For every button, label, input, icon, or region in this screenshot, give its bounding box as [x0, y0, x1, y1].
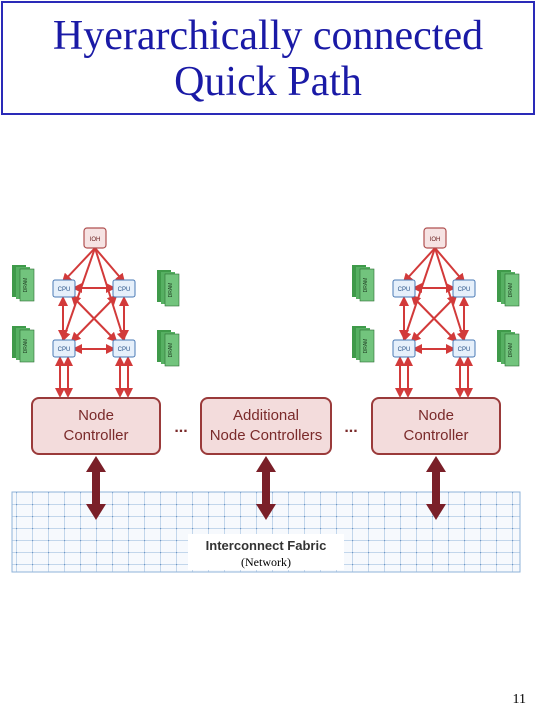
node-controller-label-line-2: Controller — [63, 427, 128, 444]
qpi-links-right — [395, 247, 473, 398]
dram-stack: DRAM — [497, 270, 520, 307]
double-arrow-right — [426, 456, 446, 520]
network-label: (Network) — [241, 555, 291, 569]
cpu-chip: CPU — [452, 339, 476, 358]
ioh-chip-right: IOH — [423, 227, 447, 249]
additional-label-line-1: Additional — [233, 407, 299, 424]
additional-label-line-2: Node Controllers — [210, 427, 323, 444]
node-controller-label-line-2: Controller — [403, 427, 468, 444]
cpu-label: CPU — [58, 287, 71, 293]
node-controller-right: Node Controller — [371, 397, 501, 455]
double-arrow-left — [86, 456, 106, 520]
fabric-label: Interconnect Fabric — [206, 538, 327, 553]
dram-label: DRAM — [23, 278, 29, 293]
ioh-label: IOH — [430, 237, 441, 243]
cpu-label: CPU — [458, 287, 471, 293]
ellipsis-right: ... — [344, 419, 357, 436]
ioh-label: IOH — [90, 237, 101, 243]
cpu-chip: CPU — [112, 339, 136, 358]
cpu-chip: CPU — [112, 279, 136, 298]
cpu-chip: CPU — [52, 279, 76, 298]
cpu-chip: CPU — [392, 339, 416, 358]
dram-label: DRAM — [168, 343, 174, 358]
node-controller-label-line-1: Node — [78, 407, 114, 424]
slide-title-line-2: Quick Path — [174, 59, 362, 105]
cpu-chip: CPU — [452, 279, 476, 298]
ellipsis-left: ... — [174, 419, 187, 436]
cpu-label: CPU — [58, 347, 71, 353]
cpu-chip: CPU — [392, 279, 416, 298]
dram-stack: DRAM — [12, 326, 35, 363]
cpu-label: CPU — [398, 287, 411, 293]
page-number: 11 — [512, 692, 526, 707]
dram-stack: DRAM — [352, 265, 375, 302]
cpu-chip: CPU — [52, 339, 76, 358]
quickpath-diagram: IOH CPU CPU CPU CPU DRAM DRAM — [11, 227, 521, 573]
node-controller-label-line-1: Node — [418, 407, 454, 424]
additional-node-controllers: Additional Node Controllers — [200, 397, 332, 455]
dram-stack: DRAM — [352, 326, 375, 363]
dram-label: DRAM — [168, 283, 174, 298]
dram-label: DRAM — [508, 283, 514, 298]
slide-title-line-1: Hyerarchically connected — [52, 13, 484, 59]
dram-stack: DRAM — [157, 270, 180, 307]
fabric-arrows — [86, 456, 446, 520]
dram-stack: DRAM — [12, 265, 35, 302]
node-controller-left: Node Controller — [31, 397, 161, 455]
title-box: Hyerarchically connected Quick Path — [1, 1, 535, 115]
cpu-label: CPU — [458, 347, 471, 353]
node-cluster-left: IOH CPU CPU CPU CPU DRAM DRAM — [12, 227, 180, 398]
dram-stack: DRAM — [497, 330, 520, 367]
dram-label: DRAM — [363, 278, 369, 293]
dram-stack: DRAM — [157, 330, 180, 367]
dram-label: DRAM — [363, 339, 369, 354]
cpu-label: CPU — [118, 347, 131, 353]
cpu-label: CPU — [398, 347, 411, 353]
node-cluster-right: IOH CPU CPU CPU CPU DRAM DRAM DRAM — [352, 227, 520, 398]
dram-label: DRAM — [508, 343, 514, 358]
qpi-links-left — [55, 247, 133, 398]
ioh-chip-left: IOH — [83, 227, 107, 249]
cpu-label: CPU — [118, 287, 131, 293]
double-arrow-middle — [256, 456, 276, 520]
dram-label: DRAM — [23, 339, 29, 354]
